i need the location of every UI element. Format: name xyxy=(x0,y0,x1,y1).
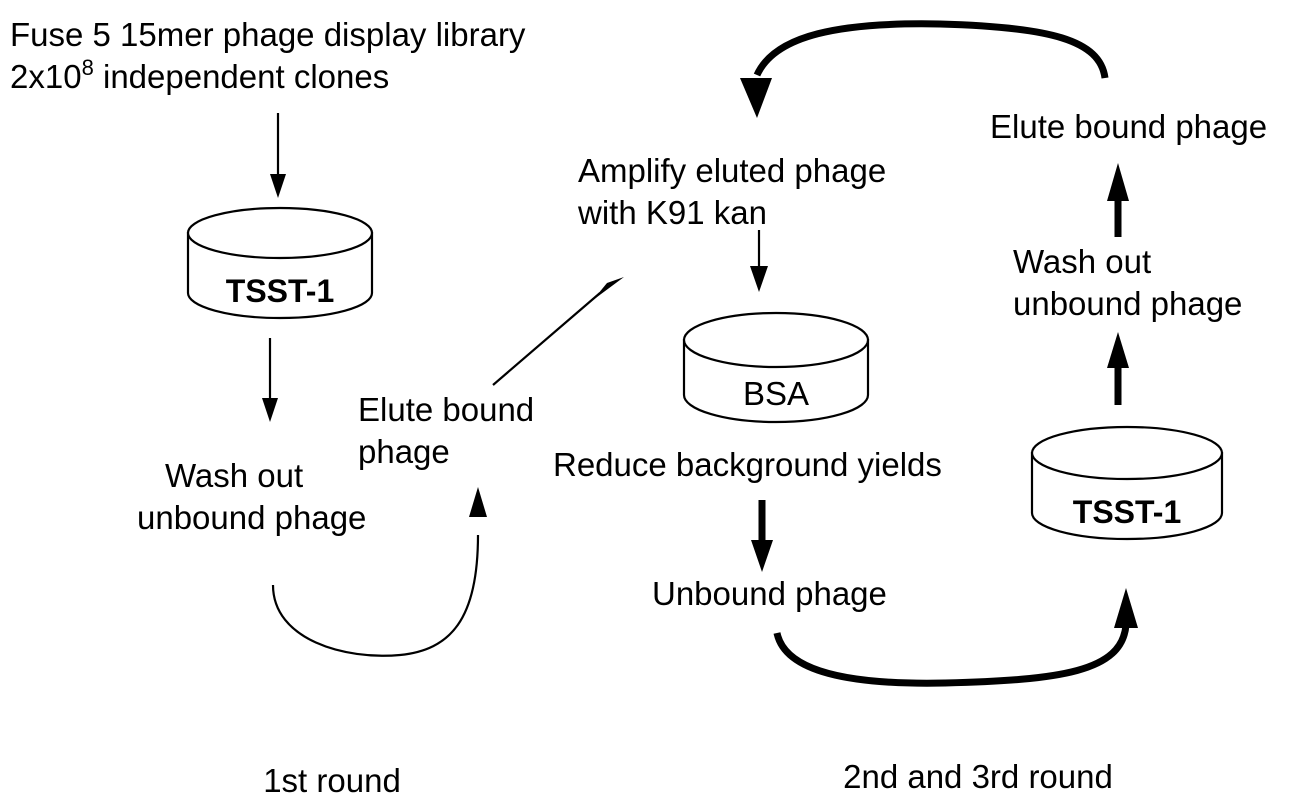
arrow-amplify-to-bsa xyxy=(750,230,768,292)
elute-label-round1-line2: phage xyxy=(358,433,450,470)
curved-arrow-wash-to-elute xyxy=(271,487,487,657)
library-clone-count: 2x108 independent clones xyxy=(10,55,389,95)
clone-count-exponent: 8 xyxy=(82,55,94,80)
round2-caption: 2nd and 3rd round xyxy=(843,758,1113,795)
bsa-plate: BSA xyxy=(682,311,870,424)
arrow-elute-to-amplify xyxy=(492,277,624,386)
arrow-tsst1-to-wash-round2 xyxy=(1107,332,1129,405)
round1-caption: 1st round xyxy=(263,762,401,796)
amplify-label-line2: with K91 kan xyxy=(577,194,767,231)
bsa-label: BSA xyxy=(743,375,809,412)
arrow-tsst1-to-wash xyxy=(262,338,278,422)
loop-arrow-elute-to-amplify xyxy=(740,20,1109,118)
unbound-phage-label: Unbound phage xyxy=(652,575,887,612)
reduce-background-label: Reduce background yields xyxy=(553,446,942,483)
tsst1-label-round2: TSST-1 xyxy=(1073,494,1181,530)
tsst1-plate-round1: TSST-1 xyxy=(186,206,374,320)
clone-count-suffix: independent clones xyxy=(94,58,389,95)
wash-label-round2-line1: Wash out xyxy=(1013,243,1151,280)
wash-label-round2-line2: unbound phage xyxy=(1013,285,1242,322)
clone-count-base: 2x10 xyxy=(10,58,82,95)
wash-label-round1-line2: unbound phage xyxy=(137,499,366,536)
arrow-reduce-to-unbound xyxy=(751,500,773,572)
wash-label-round1-line1: Wash out xyxy=(165,457,303,494)
tsst1-label-round1: TSST-1 xyxy=(226,273,334,309)
amplify-label-line1: Amplify eluted phage xyxy=(578,152,886,189)
tsst1-plate-round2: TSST-1 xyxy=(1030,425,1224,541)
curved-arrow-unbound-to-tsst1 xyxy=(773,588,1138,687)
library-title: Fuse 5 15mer phage display library xyxy=(10,16,526,53)
arrow-wash-to-elute-round2 xyxy=(1107,163,1129,237)
arrow-library-to-tsst1 xyxy=(270,113,286,198)
elute-label-round2: Elute bound phage xyxy=(990,108,1267,145)
elute-label-round1-line1: Elute bound xyxy=(358,391,534,428)
